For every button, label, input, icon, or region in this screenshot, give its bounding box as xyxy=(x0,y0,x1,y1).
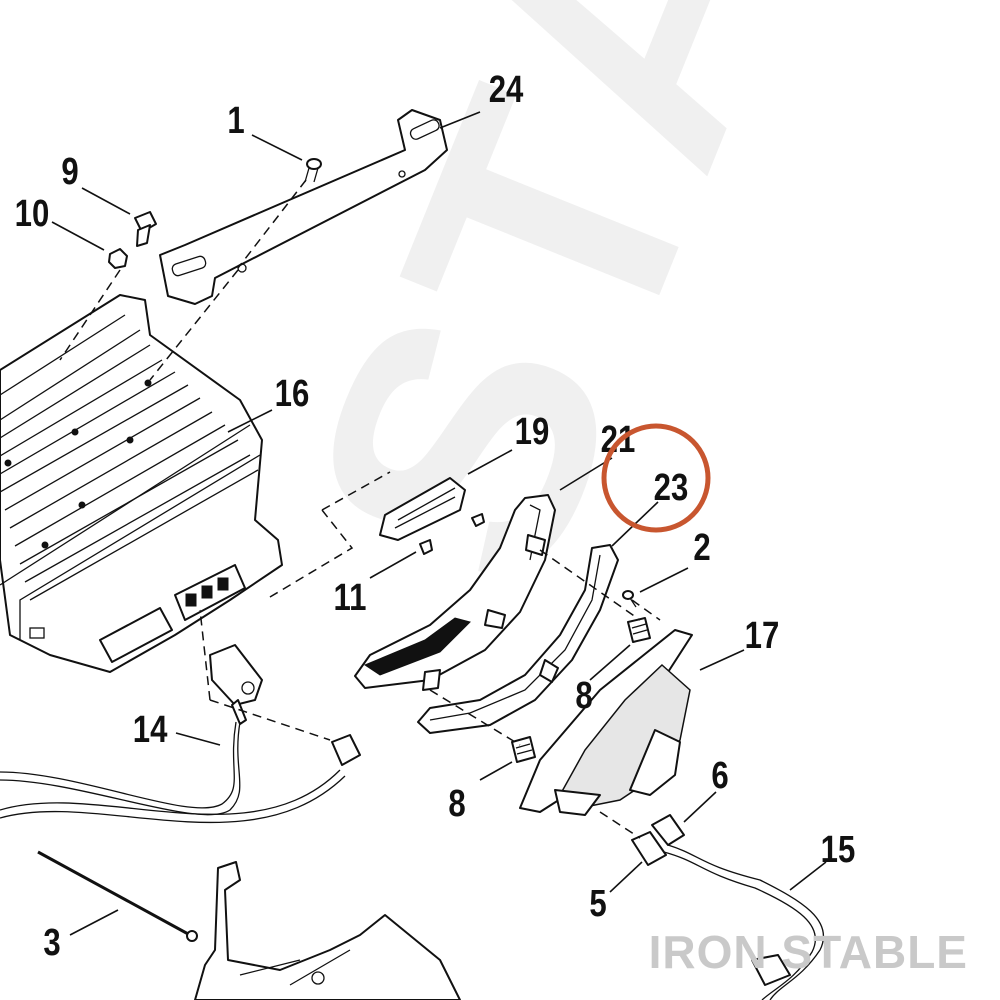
callout-9: 9 xyxy=(61,151,78,193)
callout-19: 19 xyxy=(515,411,550,453)
assembly-dashed-lines xyxy=(59,179,661,839)
callout-24: 24 xyxy=(489,69,524,111)
callout-1: 1 xyxy=(227,100,244,142)
cable-tie-part-3 xyxy=(37,850,198,942)
amplifier-part-16 xyxy=(0,294,283,673)
callout-8-upper: 8 xyxy=(575,675,592,717)
harness-part-15 xyxy=(663,844,825,1000)
watermark-text: STABLE xyxy=(233,0,1000,634)
callout-11: 11 xyxy=(334,577,367,619)
screw-part-1 xyxy=(304,158,322,183)
callout-17: 17 xyxy=(745,615,780,657)
leader-lines xyxy=(51,111,827,936)
callout-8-lower: 8 xyxy=(448,783,465,825)
screw-part-11a xyxy=(471,513,485,527)
watermark: STABLE xyxy=(233,0,1000,634)
callout-5: 5 xyxy=(589,883,606,925)
screw-part-11b xyxy=(419,539,433,555)
clip-bracket-part-19 xyxy=(379,477,466,541)
harness-part-14 xyxy=(0,644,361,824)
callout-23: 23 xyxy=(654,467,689,509)
callout-10: 10 xyxy=(15,193,50,235)
callout-16: 16 xyxy=(275,373,310,415)
connector-part-6 xyxy=(651,814,685,846)
pin-part-2 xyxy=(622,590,637,608)
brand-watermark: IRON STABLE xyxy=(649,926,968,978)
highlight-circle xyxy=(601,423,711,533)
callout-2: 2 xyxy=(693,527,710,569)
callout-3: 3 xyxy=(43,922,60,964)
callout-6: 6 xyxy=(711,755,728,797)
bolt-part-9 xyxy=(134,211,157,247)
speaker-part-17 xyxy=(519,629,693,816)
bezel-part-21 xyxy=(354,494,556,691)
clip-part-8a xyxy=(627,617,651,643)
callout-labels: 24 1 9 10 16 19 21 23 2 17 11 8 8 14 6 1… xyxy=(15,69,856,964)
nut-part-10 xyxy=(108,248,128,269)
connector-part-5 xyxy=(631,831,667,866)
heatsink-fins xyxy=(0,329,259,601)
callout-14: 14 xyxy=(133,709,168,751)
callout-15: 15 xyxy=(821,829,856,871)
trim-ring-part-23 xyxy=(417,544,619,734)
mounting-bracket xyxy=(194,861,461,1000)
clip-part-8b xyxy=(511,736,536,763)
